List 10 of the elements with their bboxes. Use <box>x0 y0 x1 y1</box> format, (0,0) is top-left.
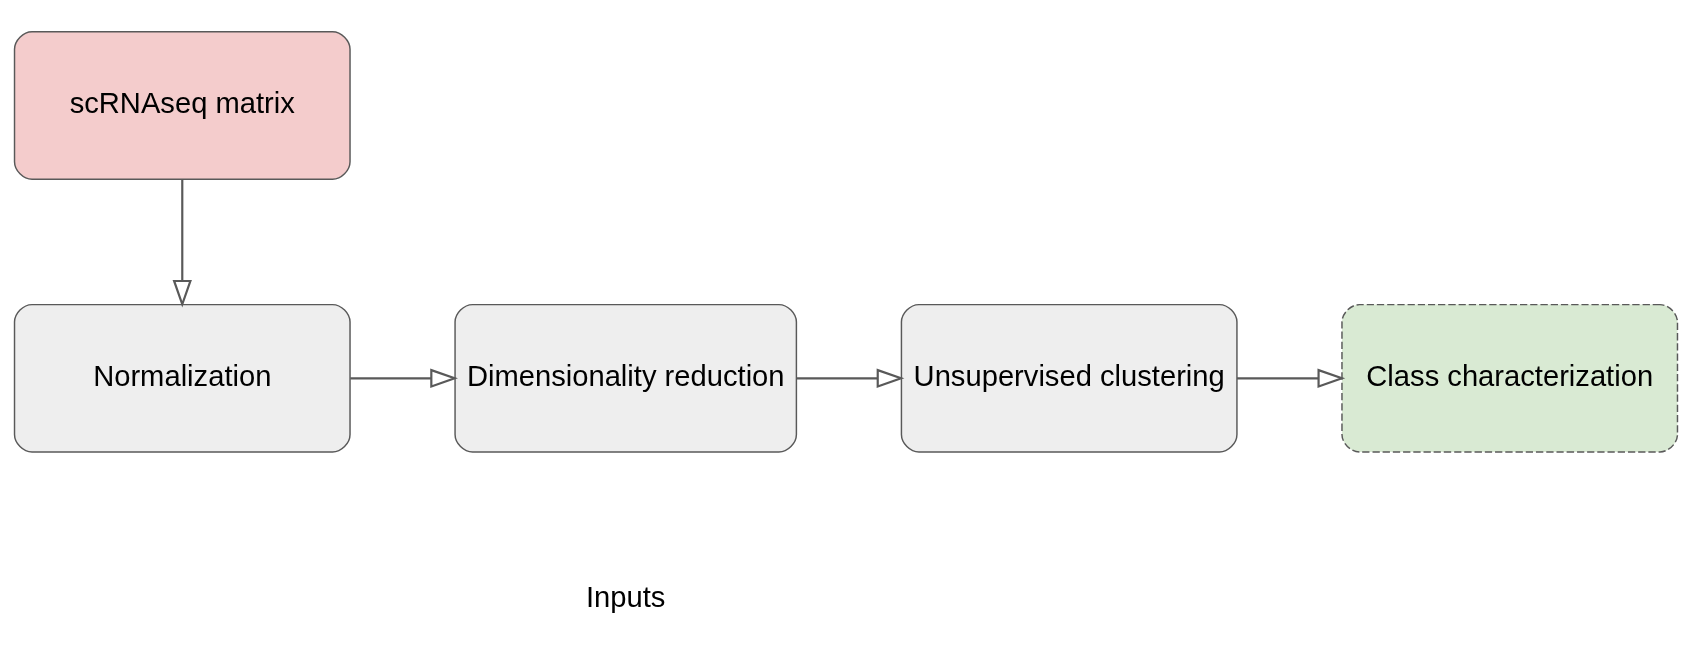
node-box: Dimensionality reduction <box>454 303 798 453</box>
node-box: Class characterization <box>1341 303 1679 453</box>
arrow <box>796 368 905 388</box>
arrow <box>172 179 192 308</box>
node-box: scRNAseq matrix <box>13 31 351 180</box>
node-box: Unsupervised clustering <box>900 303 1238 453</box>
label: Inputs <box>586 580 666 613</box>
arrow <box>1236 368 1346 388</box>
node-box: Normalization <box>13 303 351 453</box>
arrow <box>350 368 458 388</box>
